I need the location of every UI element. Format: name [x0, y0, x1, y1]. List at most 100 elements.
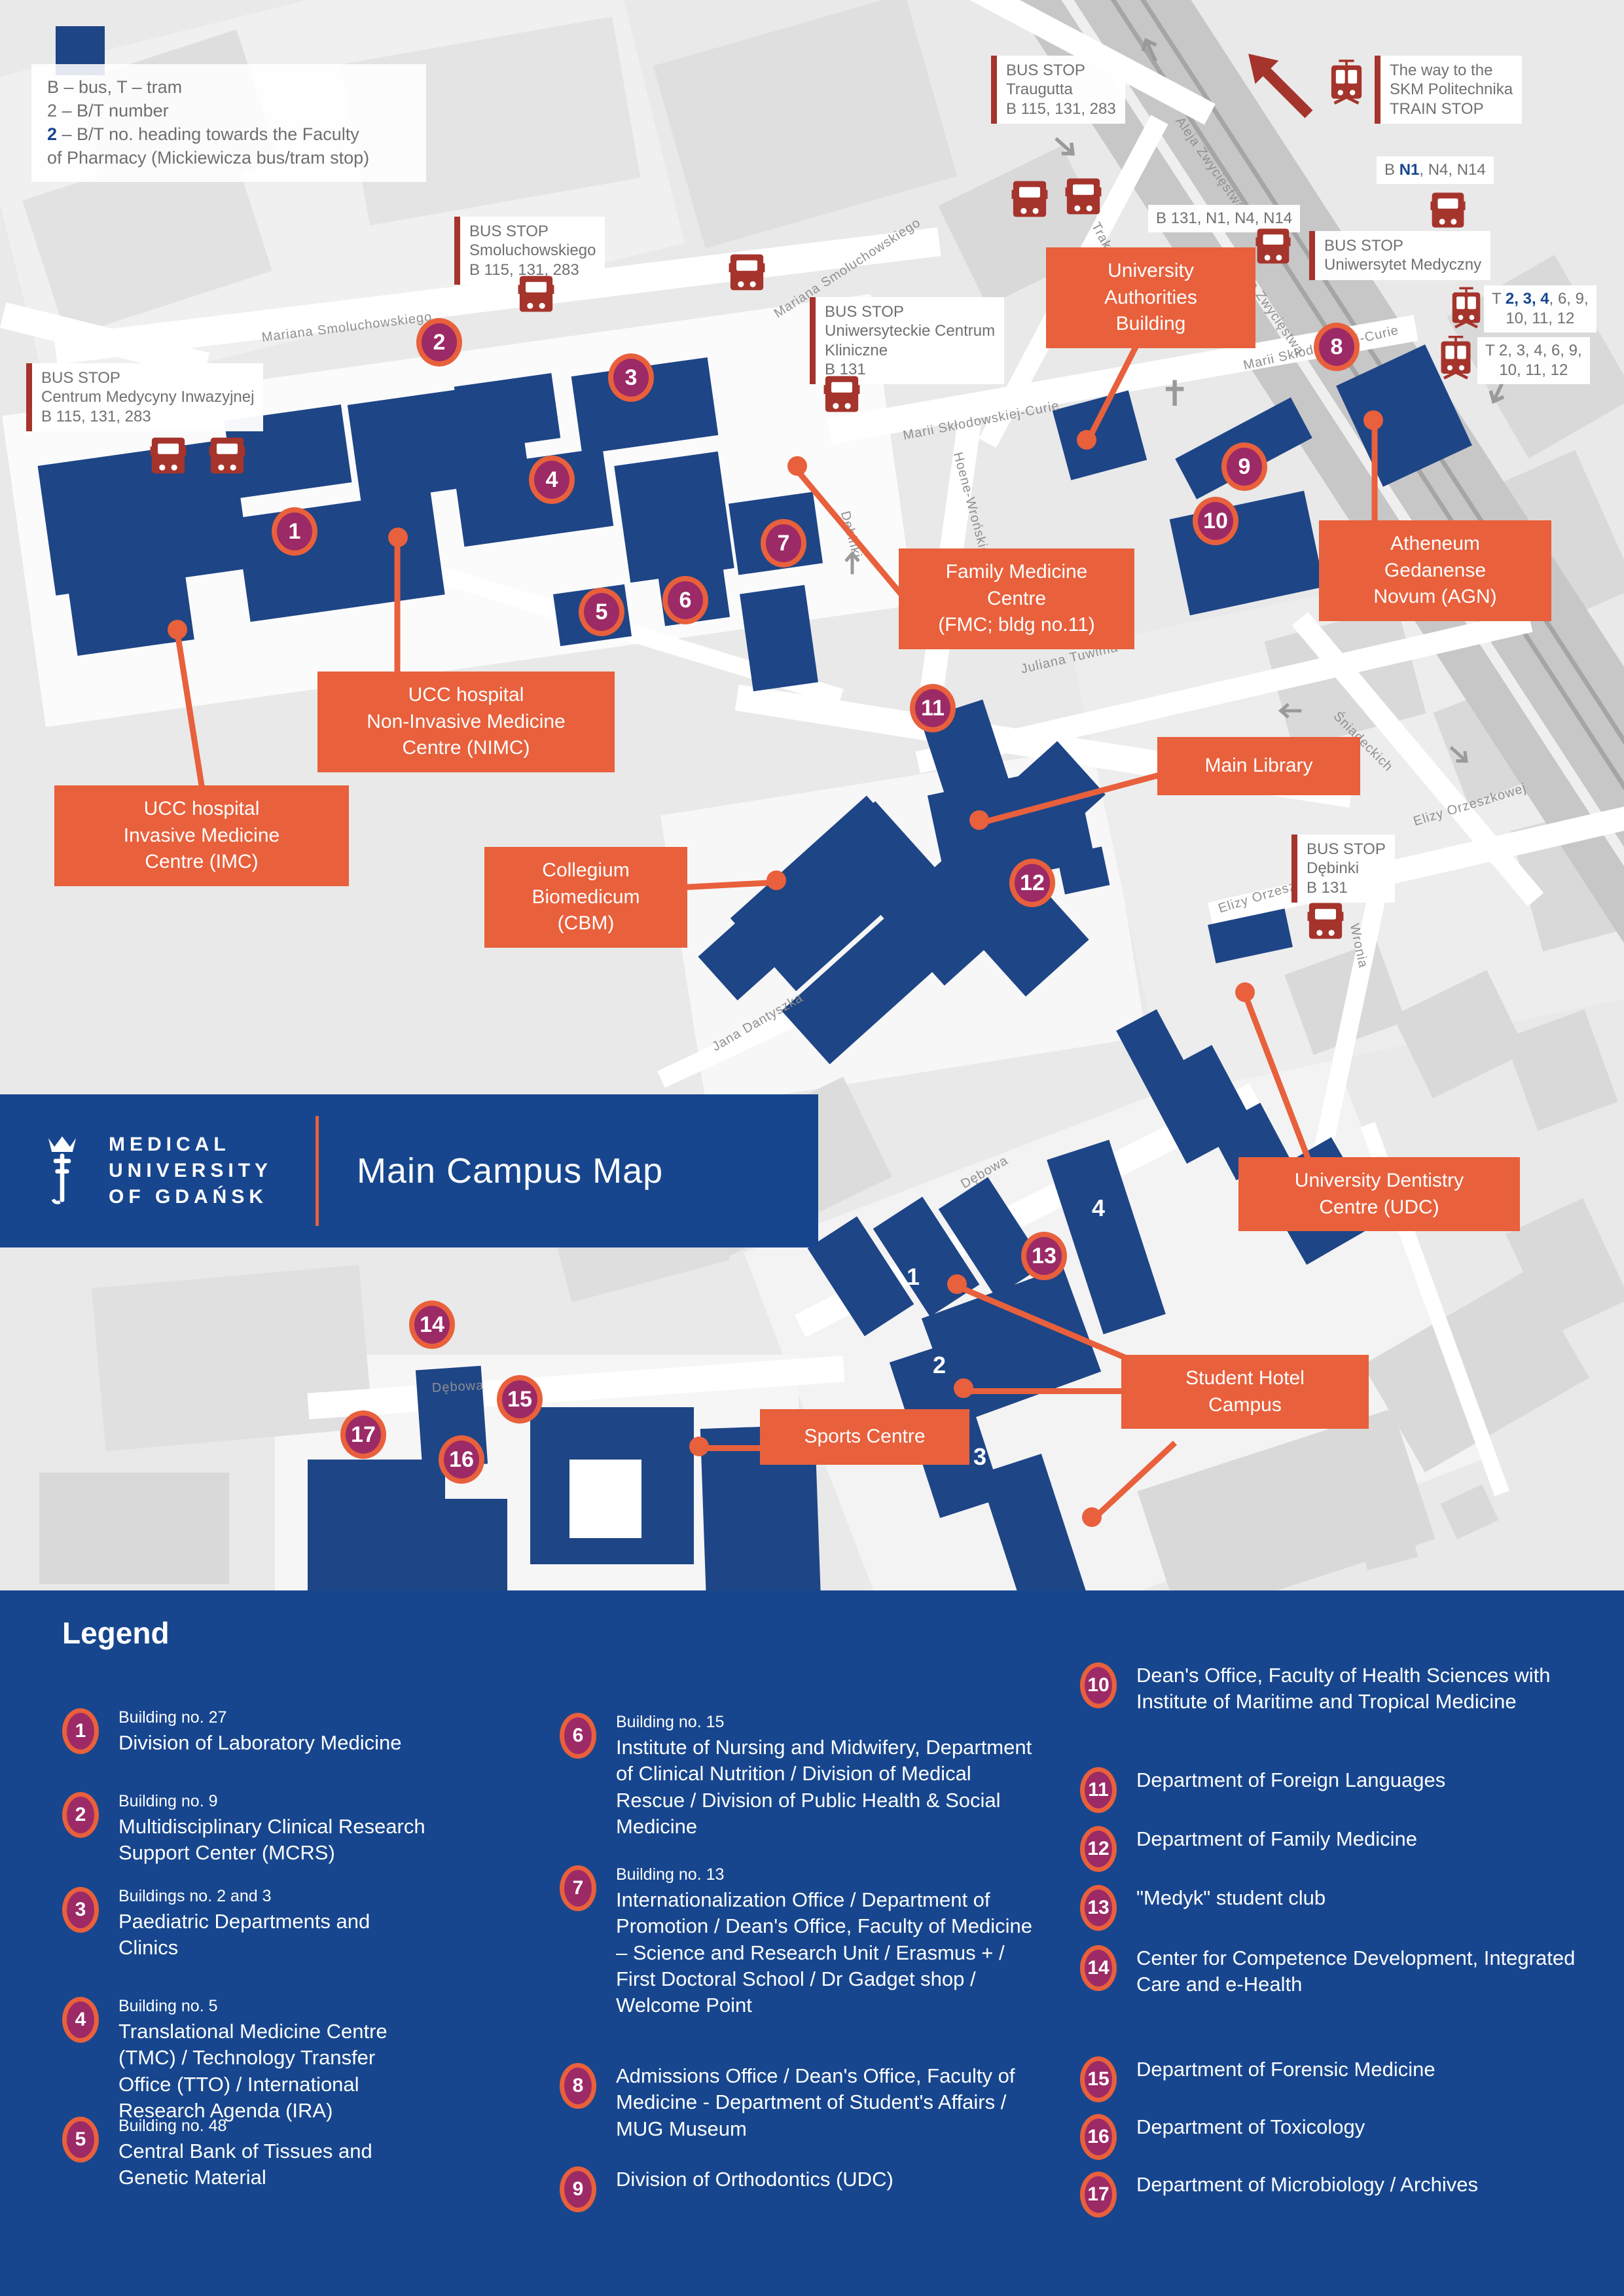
- callout-connector: [394, 540, 401, 677]
- dorm-number-4: 4: [1092, 1194, 1106, 1221]
- bus-icon: [518, 273, 554, 315]
- legend-item-9: 9 Division of Orthodontics (UDC): [560, 2166, 1041, 2212]
- callout-dot: [1363, 410, 1383, 430]
- title-banner: MEDICAL UNIVERSITY OF GDAŃSK Main Campus…: [0, 1094, 818, 1247]
- tram-icon: [1437, 332, 1474, 380]
- bus-icon: [209, 435, 245, 476]
- callout-dot: [168, 620, 187, 639]
- legend-marker-13: 13: [1080, 1885, 1117, 1931]
- map-marker-6: 6: [662, 576, 708, 624]
- bus-icon: [1430, 190, 1466, 230]
- bus-icon: [1065, 175, 1102, 217]
- city-block: [39, 1473, 229, 1584]
- road-arrow-icon: [843, 549, 861, 575]
- map-marker-10: 10: [1193, 497, 1238, 545]
- legend-marker-2: 2: [62, 1792, 99, 1838]
- map-marker-2: 2: [416, 318, 462, 367]
- legend-marker-10: 10: [1080, 1662, 1117, 1708]
- bus-icon: [1255, 226, 1291, 266]
- callout-dot: [969, 810, 989, 830]
- road-arrow-icon: [1276, 702, 1303, 720]
- map-marker-8: 8: [1314, 323, 1360, 371]
- legend-item-17: 17 Department of Microbiology / Archives: [1080, 2172, 1595, 2217]
- callout-dot: [767, 870, 786, 890]
- legend-marker-8: 8: [560, 2063, 596, 2109]
- map-marker-17: 17: [340, 1410, 386, 1459]
- callout-dot: [787, 456, 807, 476]
- legend-marker-5: 5: [62, 2117, 99, 2162]
- bus-icon: [1307, 900, 1344, 942]
- legend-item-13: 13 "Medyk" student club: [1080, 1885, 1595, 1931]
- callout-dot: [954, 1378, 973, 1398]
- legend-marker-11: 11: [1080, 1767, 1117, 1813]
- tram-routes-label: T 2, 3, 4, 6, 9, 10, 11, 12: [1484, 285, 1597, 332]
- tram-icon: [1449, 284, 1483, 329]
- callout-connector: [964, 1388, 1123, 1394]
- map-marker-12: 12: [1009, 859, 1055, 907]
- legend-marker-9: 9: [560, 2166, 596, 2212]
- callout-dot: [689, 1437, 709, 1456]
- legend-marker-16: 16: [1080, 2114, 1117, 2160]
- legend-marker-17: 17: [1080, 2172, 1117, 2217]
- legend-marker-6: 6: [560, 1713, 596, 1759]
- legend-marker-4: 4: [62, 1997, 99, 2043]
- legend-marker-1: 1: [62, 1708, 99, 1754]
- map-marker-13: 13: [1021, 1232, 1067, 1280]
- map-marker-9: 9: [1221, 442, 1267, 491]
- city-block: [1504, 1009, 1618, 1131]
- legend-item-8: 8 Admissions Office / Dean's Office, Fac…: [560, 2063, 1041, 2142]
- legend-panel: [0, 1590, 1624, 2296]
- city-block: [1440, 1484, 1499, 1539]
- legend-item-10: 10 Dean's Office, Faculty of Health Scie…: [1080, 1662, 1595, 1715]
- courtyard: [569, 1460, 641, 1538]
- callout-sports-centre: Sports Centre: [760, 1409, 969, 1465]
- legend-item-15: 15 Department of Forensic Medicine: [1080, 2056, 1595, 2102]
- callout-connector: [1371, 423, 1378, 525]
- callout-main-library: Main Library: [1157, 737, 1360, 795]
- tram-routes-label: T 2, 3, 4, 6, 9, 10, 11, 12: [1477, 337, 1590, 384]
- night-bus-routes-label: B N1, N4, N14: [1377, 156, 1494, 184]
- building-health-sciences: [1169, 490, 1325, 616]
- building-tmc: [614, 451, 734, 583]
- church-icon: ✝: [1160, 374, 1190, 414]
- building: [454, 373, 561, 452]
- university-logo-icon: [48, 1136, 77, 1204]
- bus-icon: [823, 373, 860, 415]
- banner-divider: [316, 1116, 319, 1226]
- map-marker-11: 11: [910, 684, 956, 732]
- map-marker-3: 3: [608, 353, 654, 402]
- map-marker-7: 7: [761, 519, 806, 567]
- map-marker-5: 5: [579, 588, 624, 636]
- map-marker-4: 4: [529, 456, 575, 504]
- building-fmc: [740, 584, 818, 692]
- bus-routes-label: B 131, N1, N4, N14: [1148, 205, 1301, 232]
- map-marker-1: 1: [272, 507, 317, 556]
- legend-item-14: 14 Center for Competence Development, In…: [1080, 1945, 1595, 1998]
- legend-marker-7: 7: [560, 1865, 596, 1911]
- callout-dot: [1077, 430, 1096, 450]
- direction-arrow-icon: [1247, 52, 1316, 121]
- bus-icon: [1011, 178, 1048, 220]
- legend-marker-3: 3: [62, 1887, 99, 1933]
- tram-icon: [1327, 56, 1365, 105]
- dorm-number-3: 3: [973, 1443, 987, 1470]
- dorm-number-1: 1: [907, 1263, 920, 1290]
- legend-item-12: 12 Department of Family Medicine: [1080, 1826, 1595, 1872]
- university-name: MEDICAL UNIVERSITY OF GDAŃSK: [109, 1134, 273, 1208]
